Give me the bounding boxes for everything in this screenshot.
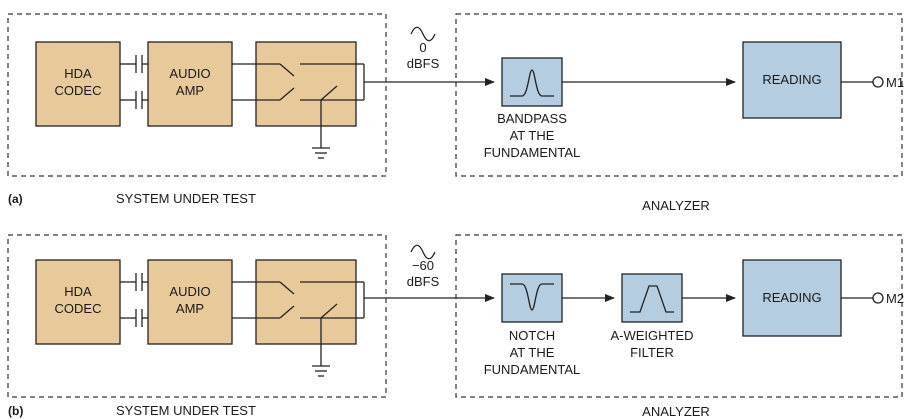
coupling-capacitors-a (120, 55, 148, 109)
output-terminal-a (872, 76, 884, 88)
audio-amp-block-a (147, 41, 233, 127)
panel-tag-b: (b) (8, 404, 23, 418)
analyzer-boundary-a (455, 13, 903, 177)
amp-label-line1-a: AUDIO (169, 66, 210, 81)
reading-label-a: READING (762, 72, 821, 87)
codec-label-line2-a: CODEC (55, 83, 102, 98)
notch-label-line3: FUNDAMENTAL (484, 362, 581, 377)
output-terminal-b (872, 292, 884, 304)
signal-level-value-b: −60 (412, 258, 434, 273)
analyzer-caption-b: ANALYZER (642, 404, 710, 419)
bandpass-filter-block (501, 57, 563, 107)
reading-block-a (742, 41, 842, 119)
bandpass-label-line3: FUNDAMENTAL (484, 145, 581, 160)
switch-block-b (255, 259, 357, 345)
reading-label-b: READING (762, 290, 821, 305)
signal-level-unit-a: dBFS (407, 56, 440, 71)
amp-label-line2-a: AMP (176, 83, 204, 98)
system-under-test-caption-a: SYSTEM UNDER TEST (116, 191, 256, 206)
a-weighted-label-line2: FILTER (630, 345, 674, 360)
hda-codec-block-a (35, 41, 121, 127)
amp-label-line1-b: AUDIO (169, 284, 210, 299)
codec-label-line1-a: HDA (64, 66, 92, 81)
notch-label-line1: NOTCH (509, 328, 555, 343)
codec-label-line2-b: CODEC (55, 301, 102, 316)
amp-label-line2-b: AMP (176, 301, 204, 316)
switch-wiring-a (232, 63, 495, 159)
audio-amp-block-b (147, 259, 233, 345)
reading-block-b (742, 259, 842, 337)
sine-wave-icon-b (410, 244, 436, 260)
bandpass-label-line1: BANDPASS (497, 111, 567, 126)
a-weighted-response-icon (630, 285, 674, 313)
analyzer-caption-a: ANALYZER (642, 198, 710, 213)
output-label-m2: M2 (886, 291, 904, 306)
switch-wiring-b (232, 281, 495, 377)
notch-filter-block (501, 273, 563, 323)
codec-label-line1-b: HDA (64, 284, 92, 299)
panel-a: HDA CODEC AUDIO AMP (7, 13, 904, 213)
bandpass-response-icon (510, 69, 554, 97)
signal-level-value-a: 0 (419, 40, 426, 55)
coupling-capacitors-b (120, 273, 148, 327)
system-under-test-boundary-b (7, 234, 387, 398)
output-label-m1: M1 (886, 75, 904, 90)
a-weighted-label-line1: A-WEIGHTED (610, 328, 693, 343)
signal-level-unit-b: dBFS (407, 274, 440, 289)
sine-wave-icon-a (410, 26, 436, 42)
system-under-test-boundary-a (7, 13, 387, 177)
hda-codec-block-b (35, 259, 121, 345)
notch-label-line2: AT THE (510, 345, 555, 360)
bandpass-label-line2: AT THE (510, 128, 555, 143)
panel-tag-a: (a) (8, 192, 23, 206)
panel-b: HDA CODEC AUDIO AMP (7, 234, 904, 419)
switch-block-a (255, 41, 357, 127)
analyzer-boundary-b (455, 234, 903, 398)
notch-response-icon (510, 283, 554, 311)
system-under-test-caption-b: SYSTEM UNDER TEST (116, 403, 256, 418)
a-weighted-filter-block (621, 273, 683, 323)
